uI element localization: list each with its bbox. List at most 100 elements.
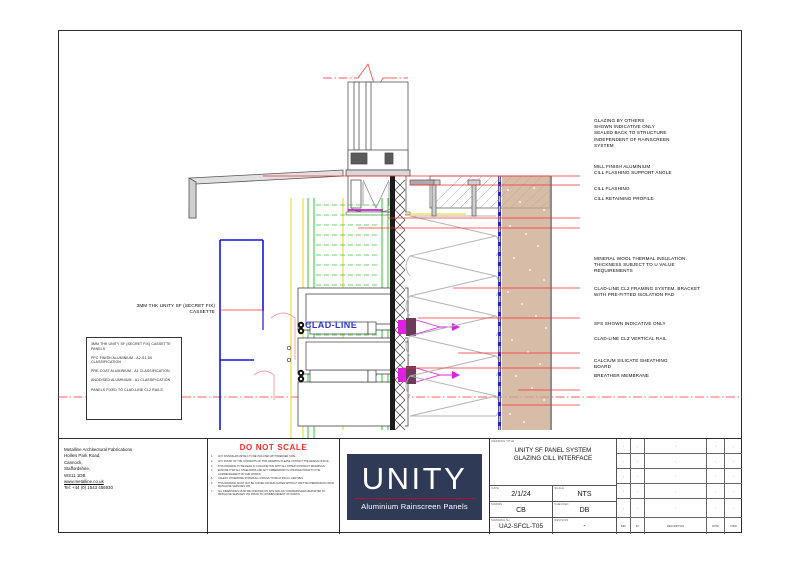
table-cell: - [631, 469, 645, 484]
table-cell: - [645, 439, 707, 454]
unity-logo: UNITY Aluminium Rainscreen Panels [347, 453, 482, 520]
spec-line-3: PRE-COAT ALUMINIUM - A1 CLASSIFICATION [91, 369, 170, 374]
note-item: 5. UNLESS OTHERWISE STATED ALL FIXINGS TO… [211, 477, 336, 480]
note-text: THIS DRAWING MUST NOT BE COPIED OR REPLI… [218, 482, 334, 489]
sheet-border [58, 30, 742, 533]
revision-caption: REVISION [554, 518, 569, 522]
drawing-number-caption: DRAWING No [491, 518, 510, 522]
company-address-3: Staffordshire, [64, 466, 91, 472]
note-item: 3.THIS DRAWING TO BE READ IN CONJUNCTION… [211, 465, 336, 468]
drawing-title-line-2: GLAZING CILL INTERFACE [513, 455, 593, 463]
note-number: 7. [211, 490, 214, 494]
note-number: 5. [211, 477, 214, 481]
scale-value: NTS [577, 490, 592, 498]
company-website-link[interactable]: www.metalline.co.uk [64, 479, 104, 485]
table-cell: - [617, 454, 631, 469]
note-item: 6. THIS DRAWING MUST NOT BE COPIED OR REP… [211, 482, 336, 488]
brand-logo-container: UNITY Aluminium Rainscreen Panels [340, 439, 490, 534]
company-address-1: Hollies Park Road, [64, 453, 101, 459]
checked-caption: CHECKED [554, 502, 569, 506]
table-cell: - [631, 484, 645, 499]
callout-glazing-by-others: GLAZING BY OTHERS SHOWN INDICATIVE ONLY … [594, 118, 670, 148]
note-item: 1. ANY DISSIMILAR METALS TO BE ISOLATED W… [211, 455, 336, 458]
note-item: 7. ALL DIMENSIONS MUST BE CHECKED ON SITE… [211, 490, 336, 496]
drawn-caption: DRAWN [491, 502, 503, 506]
spec-line-2: PPC FINISH ALUMINIUM - A2-S1,D0 CLASSIFI… [91, 355, 153, 365]
table-cell: - [725, 499, 742, 518]
spec-line-5: PANELS FIXED TO CLAD-LINE CL2 RAILS [91, 387, 163, 392]
note-text: UNLESS OTHERWISE STATED ALL FIXINGS TO B… [218, 477, 304, 481]
spec-line-1: 3MM THK UNITY SF (SECRET FIX) CASSETTE P… [91, 342, 171, 351]
table-cell: - [725, 454, 742, 469]
table-cell: - [617, 484, 631, 499]
drawing-number-cell: DRAWING No UA2-SFCL-T05 [490, 518, 553, 534]
date-value: 2/1/24 [511, 490, 531, 498]
company-name: Metalline Architectural Fabrications [64, 447, 133, 452]
logo-tagline: Aluminium Rainscreen Panels [361, 502, 468, 512]
callout-mineral-wool-insulation: MINERAL WOOL THERMAL INSULATION. THICKNE… [594, 256, 687, 274]
table-cell: - [725, 469, 742, 484]
revision-header-date: DATE [707, 518, 725, 534]
logo-brand-text: UNITY [361, 460, 468, 496]
note-text: ANY DISSIMILAR METALS TO BE ISOLATED WIT… [218, 455, 297, 458]
general-notes: DO NOT SCALE 1.ANY DISSIMILAR METALS TO … [208, 439, 340, 534]
clad-line-label: CLAD-LINE [305, 320, 358, 330]
table-cell: - [631, 454, 645, 469]
revision-header-by: BY [631, 518, 645, 534]
callout-cill-retaining-profile: CILL RETAINING PROFILE [594, 196, 654, 201]
callout-clad-line-bracket: CLAD-LINE CL2 FRAMING SYSTEM. BRACKET WI… [594, 286, 701, 298]
table-cell: - [725, 439, 742, 454]
revision-cell: REVISION - [553, 518, 617, 534]
panel-specification-box: 3MM THK UNITY SF (SECRET FIX) CASSETTE P… [86, 337, 182, 420]
callout-calcium-silicate-board: CALCIUM SILICATE SHEATHING BOARD [594, 358, 668, 370]
scale-cell: SCALE NTS [553, 486, 617, 502]
checked-by-cell: CHECKED DB [553, 502, 617, 518]
detail-drawing [58, 63, 742, 438]
title-block: Metalline Architectural Fabrications Hol… [58, 438, 742, 534]
checked-value: DB [579, 506, 590, 514]
table-cell: - [645, 499, 707, 518]
company-telephone: Tel: +44 (0) 1543 456930 [64, 485, 113, 491]
logo-divider [353, 497, 476, 500]
note-number: 3. [211, 464, 214, 468]
note-number: 2. [211, 459, 214, 463]
drawing-title-caption: DRAWING TITLE [491, 439, 515, 443]
note-text: ALL DIMENSIONS MUST BE CHECKED ON SITE A… [218, 490, 326, 497]
scale-caption: SCALE [554, 486, 565, 490]
company-address-2: Cannock, [64, 459, 83, 465]
table-cell: - [645, 454, 707, 469]
drawn-value: CB [516, 506, 526, 514]
revision-table: - - - - - - - - - - - - - - - - - - - - … [617, 439, 742, 534]
note-number: 1. [211, 455, 214, 458]
revision-header-description: DESCRIPTION [645, 518, 707, 534]
callout-cill-flashing: CILL FLASHING [594, 186, 630, 191]
table-cell: - [631, 439, 645, 454]
table-cell: - [707, 484, 725, 499]
callout-sfs-indicative: SFS SHOWN INDICATIVE ONLY [594, 321, 666, 326]
revision-value: - [583, 522, 586, 530]
drawing-title-text: UNITY SF PANEL SYSTEM GLAZING CILL INTER… [490, 447, 616, 464]
note-item: 2.ANY DOUBT OF THE CONTENTS OF THIS DRAW… [211, 460, 336, 463]
callout-clad-line-vertical-rail: CLAD-LINE CL2 VERTICAL RAIL [594, 336, 667, 341]
note-text: ENSURE THAT ALL STEELWORK AND ANY TIMBER… [218, 469, 321, 476]
notes-list: 1. ANY DISSIMILAR METALS TO BE ISOLATED W… [211, 455, 336, 497]
callout-cill-flashing-support-angle: MILL FINISH ALUMINIUM CILL FLASHING SUPP… [594, 164, 672, 176]
table-cell: - [707, 469, 725, 484]
drawing-title-line-1: UNITY SF PANEL SYSTEM [514, 447, 592, 454]
table-cell: - [645, 484, 707, 499]
table-cell: - [725, 484, 742, 499]
revision-header-rev: REV [617, 518, 631, 534]
table-cell: - [617, 499, 631, 518]
table-cell: - [617, 469, 631, 484]
table-cell: - [617, 439, 631, 454]
callout-breather-membrane: BREATHER MEMBRANE [594, 373, 650, 378]
company-info: Metalline Architectural Fabrications Hol… [58, 439, 208, 534]
table-cell: - [631, 499, 645, 518]
table-cell: - [707, 439, 725, 454]
note-number: 6. [211, 482, 214, 486]
date-cell: DATE 2/1/24 [490, 486, 553, 502]
note-item: 4.ENSURE THAT ALL STEELWORK AND ANY TIMB… [211, 469, 336, 475]
table-cell: - [645, 469, 707, 484]
drawing-number-value: UA2-SFCL-T05 [498, 522, 544, 530]
